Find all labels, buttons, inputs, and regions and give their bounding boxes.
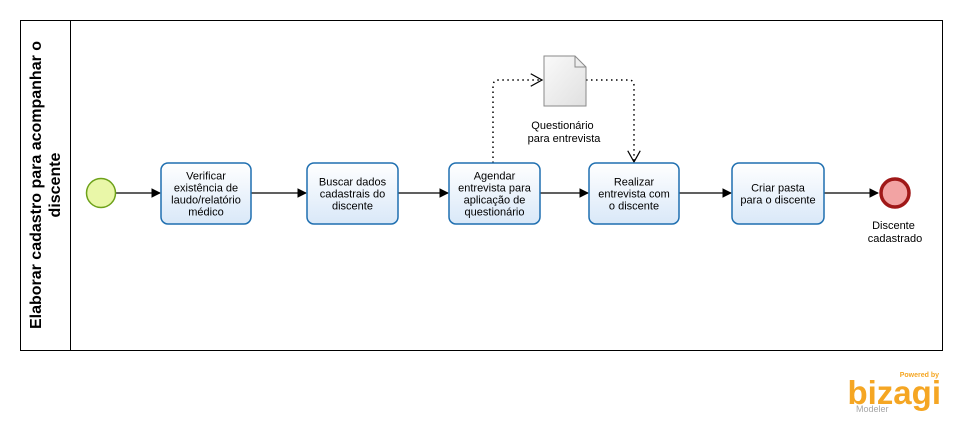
svg-text:Elaborar cadastro para acompan: Elaborar cadastro para acompanhar o xyxy=(28,41,45,329)
task-label-line: questionário xyxy=(465,207,525,219)
task-label-line: Agendar xyxy=(474,171,516,183)
brand-name: bizagi xyxy=(847,374,941,411)
task-label-line: discente xyxy=(332,201,373,213)
task-label-line: o discente xyxy=(609,201,659,213)
task-label-line: para o discente xyxy=(740,195,815,207)
task-label-line: laudo/relatório xyxy=(171,195,241,207)
task-label-line: Buscar dados xyxy=(319,177,387,189)
task-label-line: entrevista para xyxy=(458,183,532,195)
svg-text:discente: discente xyxy=(47,152,64,217)
document-label: Questionário para entrevista xyxy=(528,120,602,145)
lane-title: Elaborar cadastro para acompanhar o disc… xyxy=(28,41,64,329)
task-label-line: entrevista com xyxy=(598,189,670,201)
task-label-line: aplicação de xyxy=(464,195,526,207)
task-label-line: Realizar xyxy=(614,177,655,189)
start-event[interactable] xyxy=(85,177,117,209)
task-label-line: Criar pasta xyxy=(751,183,806,195)
task-label-line: existência de xyxy=(174,183,238,195)
document-fold xyxy=(574,56,586,68)
brand-product: Modeler xyxy=(856,404,889,414)
task-label-line: Verificar xyxy=(186,171,226,183)
end-event-label: Discente cadastrado xyxy=(868,220,922,245)
task-label-line: cadastrais do xyxy=(320,189,385,201)
document-icon[interactable] xyxy=(543,55,587,107)
bizagi-logo: Powered by bizagi Modeler xyxy=(847,372,941,414)
task-label-line: médico xyxy=(188,207,223,219)
powered-by-text: Powered by xyxy=(900,372,939,379)
end-event[interactable] xyxy=(879,177,911,209)
association-task3-to-document[interactable] xyxy=(492,73,544,163)
